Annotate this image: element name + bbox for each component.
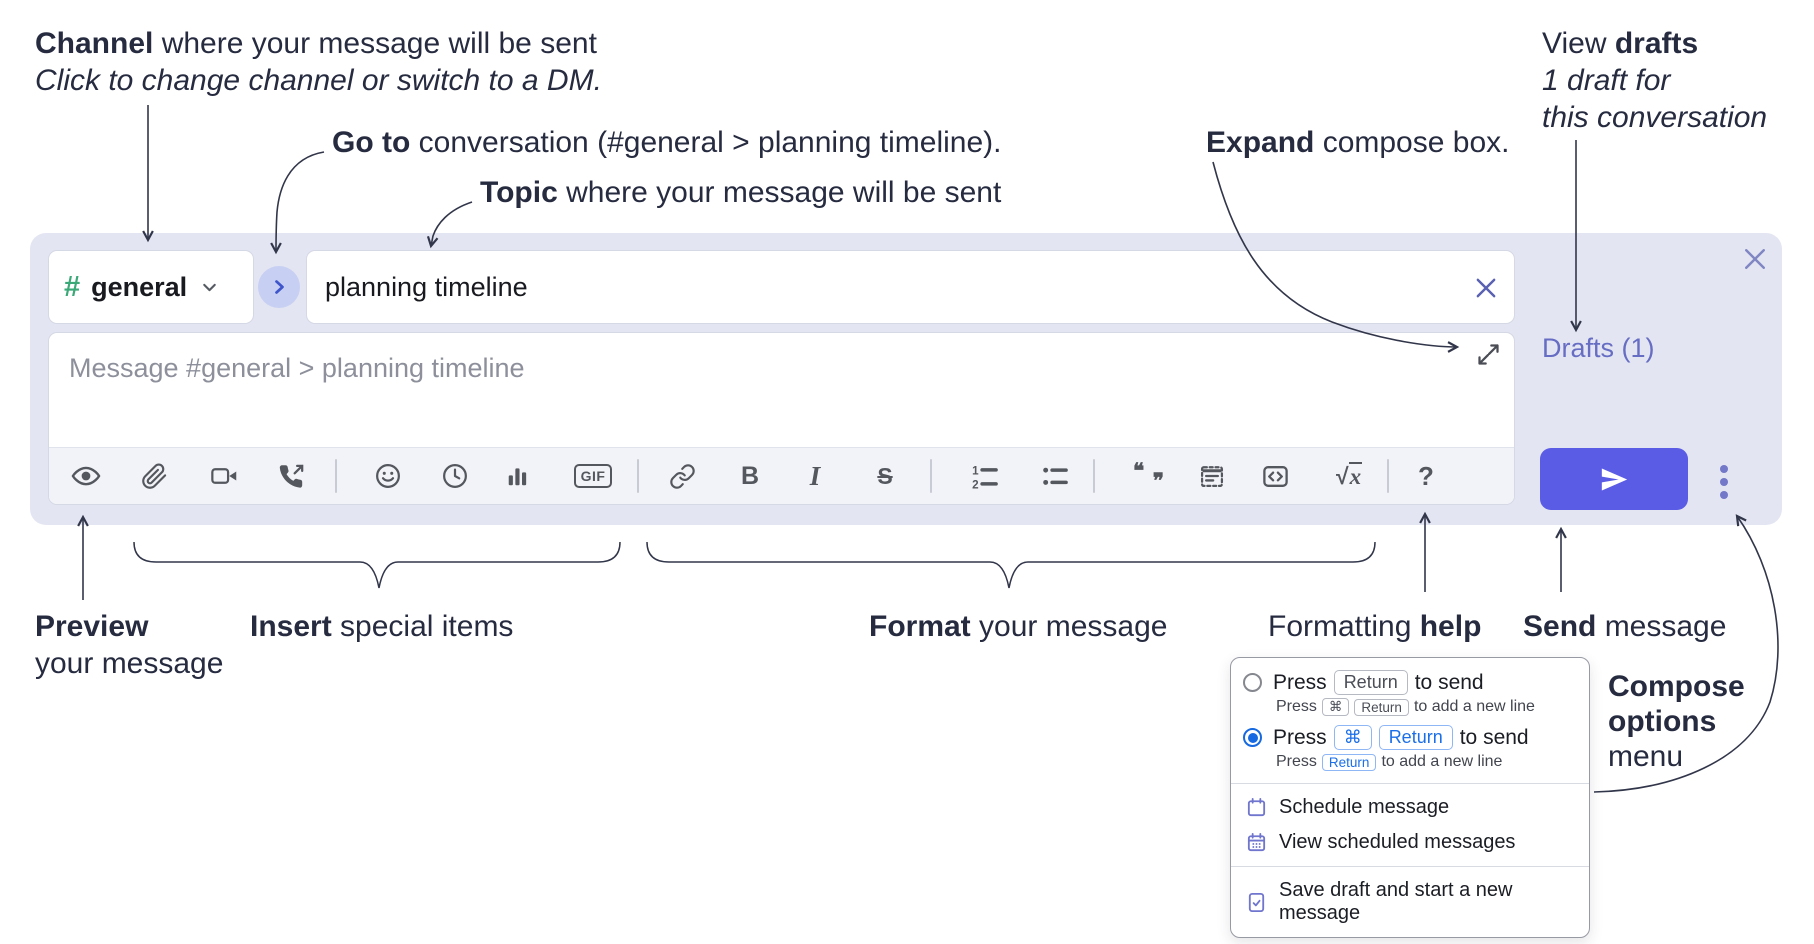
- clear-topic-icon[interactable]: [1472, 274, 1500, 302]
- annotation-compose-options-line3: menu: [1608, 740, 1684, 773]
- expand-compose-icon[interactable]: [1475, 341, 1502, 368]
- preview-eye-icon[interactable]: [68, 448, 104, 504]
- annotation-view-drafts-line2: 1 draft for: [1542, 64, 1671, 97]
- chevron-right-icon: [275, 280, 284, 294]
- save-draft-icon: [1248, 892, 1265, 912]
- message-placeholder: Message #general > planning timeline: [69, 353, 525, 383]
- channel-name: general: [91, 271, 188, 302]
- annotation-compose-options-line2: options: [1608, 705, 1717, 738]
- brace-format: [646, 541, 1376, 589]
- annotation-compose-options: Compose: [1608, 670, 1745, 703]
- phone-call-icon[interactable]: [273, 448, 309, 504]
- calendar-grid-icon: [1247, 832, 1266, 852]
- svg-text:1: 1: [972, 464, 979, 477]
- topic-value: planning timeline: [325, 271, 528, 302]
- code-block-icon[interactable]: [1194, 448, 1230, 504]
- radio-selected[interactable]: [1243, 728, 1262, 747]
- link-icon[interactable]: [664, 448, 700, 504]
- gif-icon[interactable]: GIF: [573, 448, 613, 504]
- video-camera-icon[interactable]: [206, 448, 242, 504]
- brace-insert: [133, 541, 621, 589]
- toolbar-divider: [1093, 459, 1095, 493]
- annotation-preview: Preview: [35, 610, 149, 643]
- menu-divider: [1231, 866, 1589, 867]
- return-keycap-blue: Return: [1378, 725, 1453, 750]
- send-plane-icon: [1601, 468, 1627, 490]
- channel-hash-icon: #: [64, 270, 81, 303]
- quote-icon[interactable]: ❝❞: [1133, 459, 1164, 493]
- channel-selector[interactable]: # general: [48, 250, 254, 324]
- annotation-topic: Topic where your message will be sent: [480, 176, 1002, 209]
- topic-input[interactable]: planning timeline: [306, 250, 1515, 324]
- clock-icon[interactable]: [437, 448, 473, 504]
- svg-text:2: 2: [972, 478, 979, 490]
- help-icon[interactable]: ?: [1418, 460, 1434, 491]
- radio-unselected[interactable]: [1243, 673, 1262, 692]
- toolbar-divider: [637, 459, 639, 493]
- annotation-expand: Expand compose box.: [1206, 126, 1510, 159]
- toolbar-divider: [930, 459, 932, 493]
- emoji-smiley-icon[interactable]: [370, 448, 406, 504]
- send-button[interactable]: [1540, 448, 1688, 510]
- code-icon[interactable]: [1257, 448, 1293, 504]
- message-compose-box[interactable]: Message #general > planning timeline GIF…: [48, 332, 1515, 505]
- strikethrough-icon[interactable]: S: [877, 462, 893, 489]
- annotation-send: Send message: [1523, 610, 1727, 643]
- annotation-preview-line2: your message: [35, 647, 224, 680]
- drafts-link[interactable]: Drafts (1): [1542, 333, 1655, 363]
- annotation-format: Format your message: [869, 610, 1168, 643]
- formula-icon[interactable]: √x: [1335, 461, 1363, 489]
- annotation-channel-sub: Click to change channel or switch to a D…: [35, 64, 602, 97]
- italic-icon[interactable]: I: [809, 460, 821, 491]
- compose-options-kebab-icon[interactable]: [1716, 461, 1732, 503]
- annotation-help: Formatting help: [1268, 610, 1482, 643]
- calendar-icon: [1247, 797, 1266, 817]
- annotation-insert: Insert special items: [250, 610, 514, 643]
- chevron-down-icon: [199, 277, 220, 298]
- annotation-view-drafts-line3: this conversation: [1542, 101, 1768, 134]
- return-keycap: Return: [1333, 670, 1408, 695]
- cmd-keycap: ⌘: [1333, 725, 1372, 750]
- menu-item-save-draft[interactable]: Save draft and start a new message: [1231, 873, 1589, 937]
- menu-item-view-scheduled[interactable]: View scheduled messages: [1231, 825, 1589, 860]
- menu-item-schedule-message[interactable]: Schedule message: [1231, 790, 1589, 825]
- attachment-paperclip-icon[interactable]: [136, 448, 172, 504]
- annotation-goto: Go to conversation (#general > planning …: [332, 126, 1002, 159]
- bold-icon[interactable]: B: [740, 461, 760, 490]
- goto-conversation-button[interactable]: [258, 266, 300, 308]
- annotation-view-drafts: View drafts: [1542, 27, 1699, 60]
- close-icon[interactable]: [1741, 245, 1769, 273]
- compose-panel: # general planning timeline Message #gen…: [30, 233, 1782, 525]
- toolbar-divider: [335, 459, 337, 493]
- bar-chart-icon[interactable]: [499, 448, 535, 504]
- menu-divider: [1231, 783, 1589, 784]
- toolbar-divider: [1387, 459, 1389, 493]
- annotation-channel: Channel where your message will be sent: [35, 27, 597, 60]
- bullet-list-icon[interactable]: [1037, 448, 1073, 504]
